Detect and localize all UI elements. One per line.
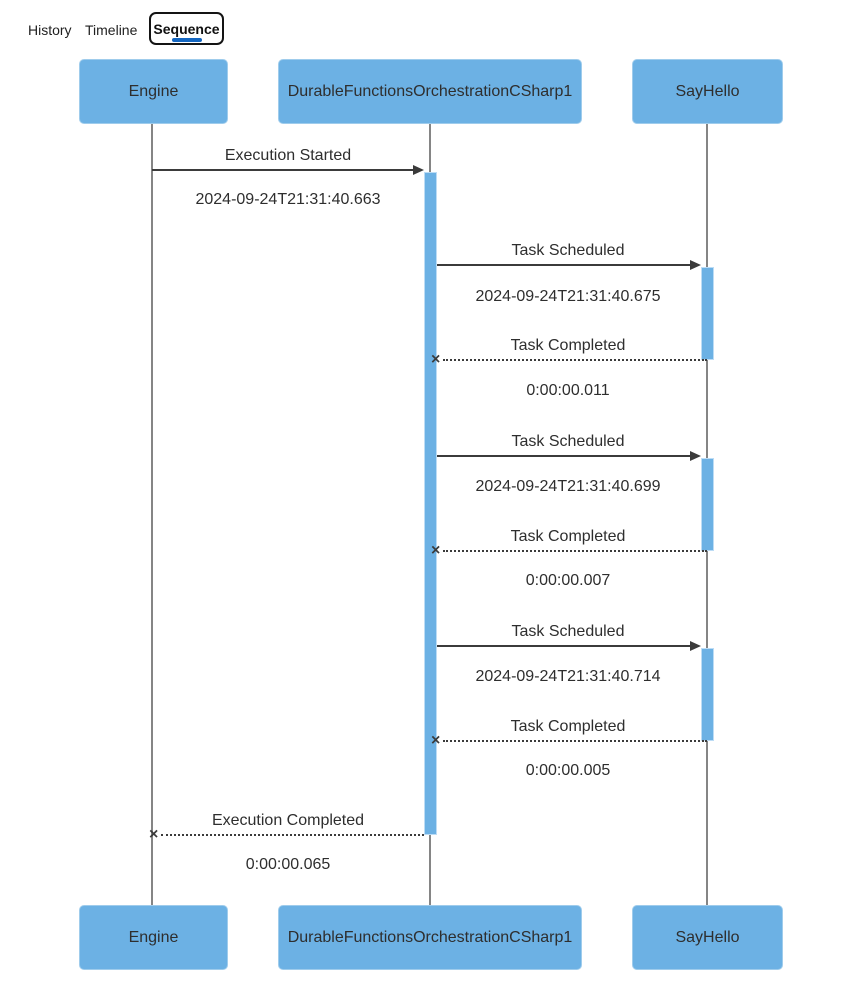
message-label: Task Scheduled <box>511 433 625 450</box>
lifeline-engine <box>151 124 153 905</box>
message-label: Task Completed <box>510 337 626 354</box>
message-return-arrow <box>443 740 707 742</box>
arrowhead-icon <box>690 451 701 461</box>
message-label: Task Scheduled <box>511 623 625 640</box>
activation-sayhello-3 <box>701 648 714 741</box>
tab-history[interactable]: History <box>28 22 72 38</box>
message-return-arrow <box>443 359 707 361</box>
message-label: Execution Completed <box>211 812 365 829</box>
arrowhead-icon <box>413 165 424 175</box>
participant-engine-bottom: Engine <box>79 905 228 970</box>
arrowhead-icon <box>690 260 701 270</box>
participant-sayhello-bottom: SayHello <box>632 905 783 970</box>
activation-sayhello-2 <box>701 458 714 551</box>
x-marker-icon: × <box>431 351 441 368</box>
message-label: Task Scheduled <box>511 242 625 259</box>
participant-orchestration-top: DurableFunctionsOrchestrationCSharp1 <box>278 59 582 124</box>
duration-label: 0:00:00.005 <box>525 762 611 779</box>
duration-label: 0:00:00.065 <box>245 856 331 873</box>
message-return-arrow <box>161 834 424 836</box>
timestamp-label: 2024-09-24T21:31:40.714 <box>475 668 661 685</box>
participant-orchestration-bottom: DurableFunctionsOrchestrationCSharp1 <box>278 905 582 970</box>
timestamp-label: 2024-09-24T21:31:40.675 <box>475 288 661 305</box>
x-marker-icon: × <box>431 732 441 749</box>
message-arrow <box>152 169 414 171</box>
message-arrow <box>437 455 691 457</box>
participant-engine-top: Engine <box>79 59 228 124</box>
timestamp-label: 2024-09-24T21:31:40.699 <box>475 478 661 495</box>
active-tab-underline <box>171 38 202 42</box>
message-label: Task Completed <box>510 528 626 545</box>
tab-timeline[interactable]: Timeline <box>85 22 138 38</box>
activation-orchestration <box>424 172 437 835</box>
message-arrow <box>437 264 691 266</box>
x-marker-icon: × <box>149 826 159 843</box>
timestamp-label: 2024-09-24T21:31:40.663 <box>195 191 381 208</box>
duration-label: 0:00:00.011 <box>526 382 610 399</box>
message-label: Execution Started <box>224 147 352 164</box>
activation-sayhello-1 <box>701 267 714 360</box>
arrowhead-icon <box>690 641 701 651</box>
message-label: Task Completed <box>510 718 626 735</box>
x-marker-icon: × <box>431 542 441 559</box>
message-return-arrow <box>443 550 707 552</box>
message-arrow <box>437 645 691 647</box>
tab-sequence[interactable]: Sequence <box>149 12 224 45</box>
tab-sequence-label: Sequence <box>153 20 220 37</box>
duration-label: 0:00:00.007 <box>525 572 611 589</box>
participant-sayhello-top: SayHello <box>632 59 783 124</box>
